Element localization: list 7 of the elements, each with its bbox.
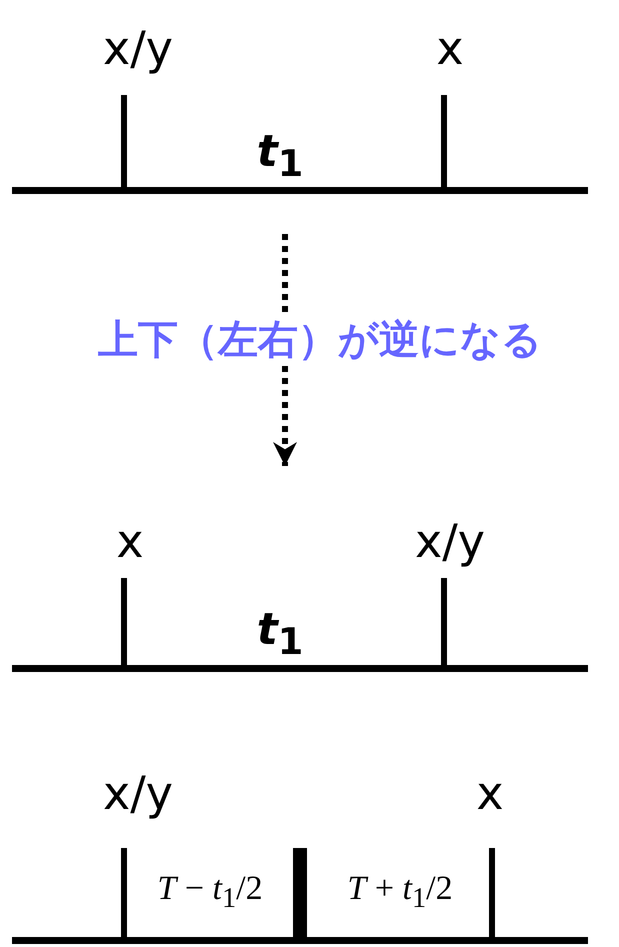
pulse-label: x bbox=[476, 770, 504, 816]
interval-label: T − t$_{1}$/2 bbox=[157, 872, 263, 914]
interval-label: t$_{1}$ bbox=[256, 608, 304, 660]
pulse-label: x bbox=[436, 25, 464, 71]
interval-label: t$_{1}$ bbox=[256, 130, 304, 182]
interval-label: T + t$_{1}$/2 bbox=[347, 872, 453, 914]
pulse-label: x bbox=[116, 518, 144, 564]
